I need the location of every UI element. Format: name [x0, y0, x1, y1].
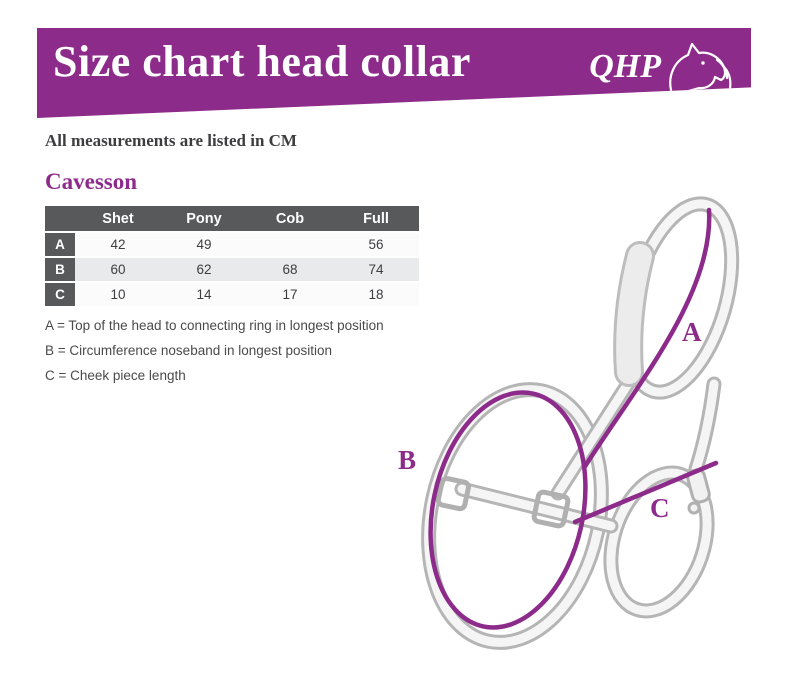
poll-strap: [696, 384, 714, 469]
column-header-full: Full: [333, 206, 419, 231]
row-label-a: A: [45, 233, 75, 256]
cell-b-full: 74: [333, 258, 419, 281]
legend-item-c: C = Cheek piece length: [45, 368, 186, 383]
head-collar-illustration: A B C: [398, 186, 782, 672]
table-row-a: A 42 49 56: [45, 233, 419, 256]
snap-hook: [686, 468, 711, 515]
table-row-c: C 10 14 17 18: [45, 283, 419, 306]
row-label-c: C: [45, 283, 75, 306]
square-ring-left: [435, 476, 471, 512]
diagram-label-c: C: [650, 493, 670, 523]
legend-item-a: A = Top of the head to connecting ring i…: [45, 318, 384, 333]
cell-a-cob: [247, 233, 333, 256]
section-title-cavesson: Cavesson: [45, 169, 138, 194]
legend-item-b: B = Circumference noseband in longest po…: [45, 343, 333, 358]
page-title: Size chart head collar: [53, 37, 471, 86]
cell-c-pony: 14: [161, 283, 247, 306]
horse-head-icon: [669, 42, 732, 95]
column-header-cob: Cob: [247, 206, 333, 231]
brand-logo: QHP: [589, 40, 735, 96]
cell-b-pony: 62: [161, 258, 247, 281]
table-header-row: Shet Pony Cob Full: [45, 206, 419, 231]
size-table: Shet Pony Cob Full A 42 49 56 B 60 62 68…: [45, 204, 419, 308]
cell-a-shet: 42: [75, 233, 161, 256]
cell-b-shet: 60: [75, 258, 161, 281]
cell-a-full: 56: [333, 233, 419, 256]
diagram-label-a: A: [682, 317, 702, 347]
crown-padding: [628, 256, 640, 372]
buckle-right: [531, 489, 571, 529]
column-header-pony: Pony: [161, 206, 247, 231]
column-header-corner: [45, 206, 75, 231]
measurement-loop-b: [428, 390, 588, 630]
cell-c-shet: 10: [75, 283, 161, 306]
table-row-b: B 60 62 68 74: [45, 258, 419, 281]
column-header-shet: Shet: [75, 206, 161, 231]
measurement-line-c: [572, 460, 719, 525]
header-banner: Size chart head collar QHP: [37, 28, 751, 118]
diagram-label-b: B: [398, 445, 416, 475]
cell-a-pony: 49: [161, 233, 247, 256]
cell-b-cob: 68: [247, 258, 333, 281]
row-label-b: B: [45, 258, 75, 281]
qhp-logo-text: QHP: [589, 48, 661, 85]
cell-c-cob: 17: [247, 283, 333, 306]
cell-c-full: 18: [333, 283, 419, 306]
legend: A = Top of the head to connecting ring i…: [45, 313, 384, 388]
measurement-line-a: [581, 207, 712, 471]
measurements-note: All measurements are listed in CM: [45, 131, 297, 150]
